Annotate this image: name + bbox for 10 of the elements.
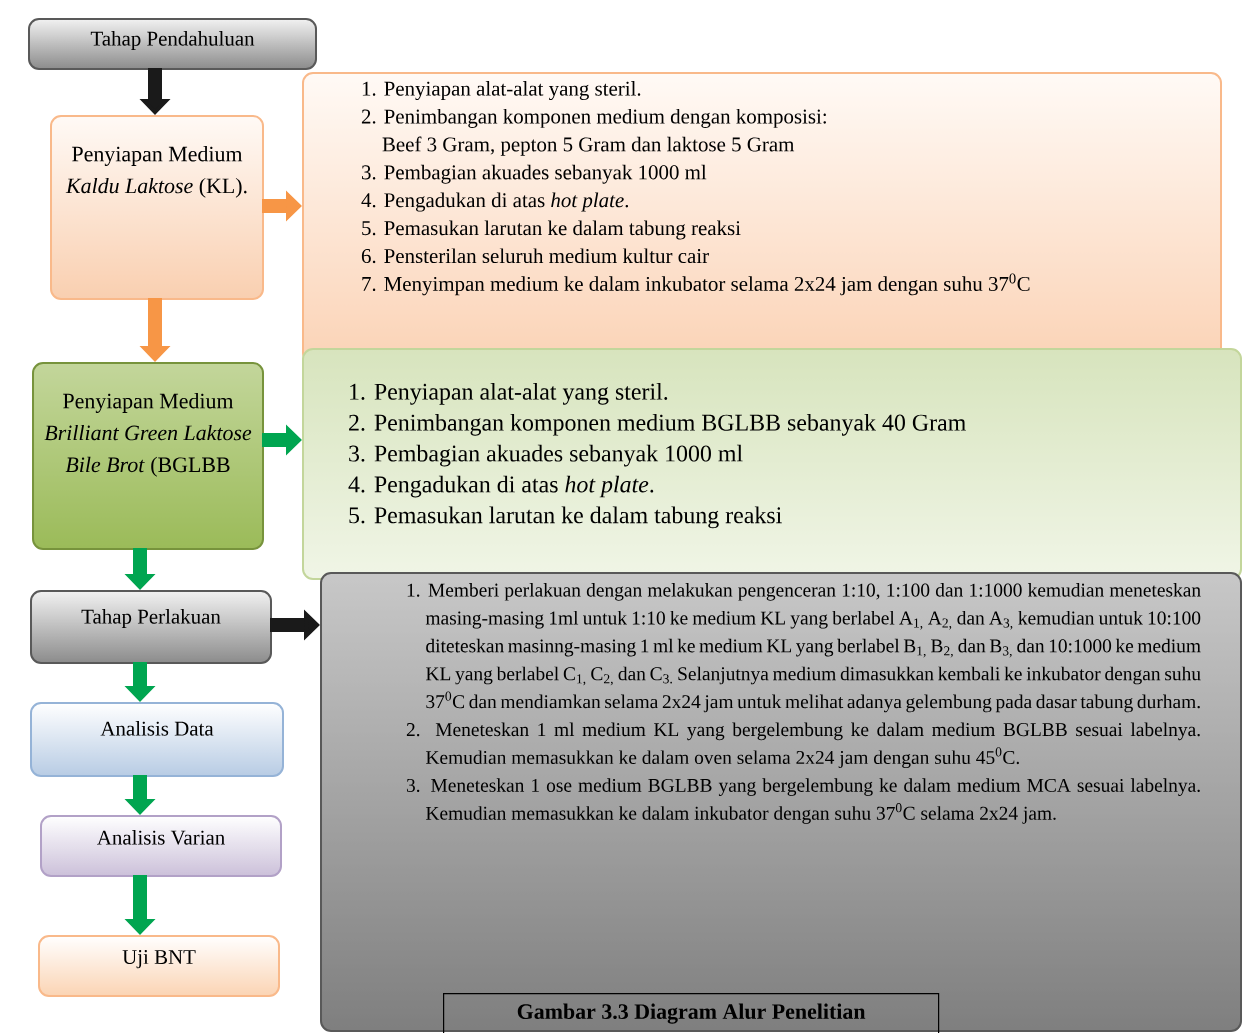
caption-box: Gambar 3.3 Diagram Alur Penelitian (443, 993, 940, 1033)
scroll-box: Penyiapan Medium Kaldu Laktose (KL). (50, 115, 264, 300)
stage-box: Uji BNT (38, 935, 280, 997)
stage-box: Tahap Pendahuluan (28, 18, 317, 70)
scroll-box: Penyiapan Medium Brilliant Green Laktose Bile Brot (BGLBB (32, 362, 264, 550)
scroll-box: 1. Penyiapan alat-alat yang steril. 2. Penimbangan komponen medium dengan komposisi: Beef 3 Gram, pepton 5 Gram dan laktose 5 Gram 3. Pembagian akuades sebanyak 1000 ml 4. Pengadukan di atas hot plate. 5. Pemasukan larutan ke dalam tabung reaksi 6. Pensterilan seluruh medium kultur cair 7. Menyimpan medium ke dalam inkubator selama 2x24 jam dengan suhu 37$^{0}$C (302, 72, 1222, 364)
stage-box: Tahap Perlakuan (30, 590, 272, 664)
scroll-box: 1. Penyiapan alat-alat yang steril. 2. Penimbangan komponen medium BGLBB sebanyak 40 Gram 3. Pembagian akuades sebanyak 1000 ml 4. Pengadukan di atas hot plate. 5. Pemasukan larutan ke dalam tabung reaksi (302, 348, 1242, 580)
stage-box: Analisis Data (30, 702, 284, 777)
stage-box: Analisis Varian (40, 815, 282, 877)
